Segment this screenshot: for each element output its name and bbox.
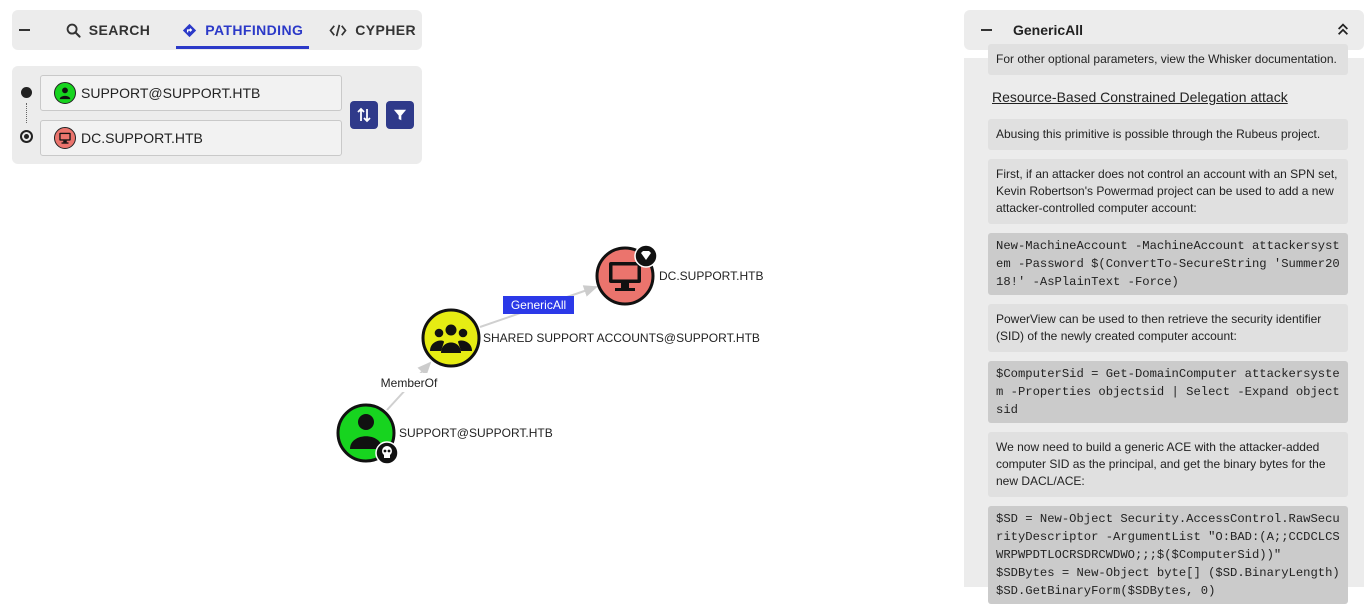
start-node-value: SUPPORT@SUPPORT.HTB xyxy=(81,85,261,101)
start-node-input[interactable]: SUPPORT@SUPPORT.HTB xyxy=(40,75,342,111)
tab-pathfinding-label: PATHFINDING xyxy=(205,22,304,38)
tab-cypher-label: CYPHER xyxy=(355,22,416,38)
group-icon xyxy=(430,324,472,353)
rubeus-text: Abusing this primitive is possible throu… xyxy=(988,119,1348,150)
tab-pathfinding[interactable]: PATHFINDING xyxy=(176,10,310,50)
member-of-label: MemberOf xyxy=(381,376,438,390)
collapse-panel-button[interactable] xyxy=(964,10,1008,50)
edge-info-header: GenericAll xyxy=(964,10,1364,50)
computer-icon xyxy=(609,262,641,291)
edge-info-content: For other optional parameters, view the … xyxy=(988,44,1348,613)
computer-sid-code: $ComputerSid = Get-DomainComputer attack… xyxy=(988,361,1348,423)
powermad-text: First, if an attacker does not control a… xyxy=(988,159,1348,224)
node-dc-label: DC.SUPPORT.HTB xyxy=(659,269,763,283)
edge-label-generic-all[interactable]: GenericAll xyxy=(503,296,574,314)
filter-icon xyxy=(393,109,407,121)
code-icon xyxy=(329,24,347,36)
generic-ace-text: We now need to build a generic ACE with … xyxy=(988,432,1348,497)
generic-all-label: GenericAll xyxy=(511,298,566,312)
node-dc[interactable]: DC.SUPPORT.HTB xyxy=(595,244,763,306)
node-user-label: SUPPORT@SUPPORT.HTB xyxy=(399,426,553,440)
minus-icon xyxy=(980,29,992,31)
user-icon xyxy=(350,414,382,449)
edge-info-panel: GenericAll For other optional parameters… xyxy=(964,10,1364,604)
tab-search-label: SEARCH xyxy=(88,22,151,38)
graph-canvas[interactable]: MemberOf GenericAll DC.SUPPORT.HTB xyxy=(0,0,900,587)
node-user[interactable]: SUPPORT@SUPPORT.HTB xyxy=(336,403,553,465)
swap-icon xyxy=(357,107,371,123)
crown-jewel-badge-icon xyxy=(634,244,658,268)
swap-nodes-button[interactable] xyxy=(350,101,378,129)
collapse-search-button[interactable] xyxy=(12,10,38,50)
pathfinding-panel: SUPPORT@SUPPORT.HTB DC.SUPPORT.HTB xyxy=(12,66,422,164)
search-tab-bar: SEARCH PATHFINDING CYPHER xyxy=(12,10,422,50)
tab-cypher[interactable]: CYPHER xyxy=(323,10,422,50)
minus-icon xyxy=(19,29,31,31)
path-connector xyxy=(26,103,27,123)
node-group[interactable]: SHARED SUPPORT ACCOUNTS@SUPPORT.HTB xyxy=(421,308,760,368)
rbcd-heading: Resource-Based Constrained Delegation at… xyxy=(992,89,1288,105)
tab-search[interactable]: SEARCH xyxy=(60,10,157,50)
collapse-all-chevron-icon[interactable] xyxy=(1336,22,1350,36)
edge-label-member-of[interactable]: MemberOf xyxy=(373,373,445,392)
new-machine-account-code: New-MachineAccount -MachineAccount attac… xyxy=(988,233,1348,295)
node-group-label: SHARED SUPPORT ACCOUNTS@SUPPORT.HTB xyxy=(483,331,760,345)
security-descriptor-code: $SD = New-Object Security.AccessControl.… xyxy=(988,506,1348,604)
search-icon xyxy=(66,23,81,38)
target-node-input[interactable]: DC.SUPPORT.HTB xyxy=(40,120,342,156)
computer-icon xyxy=(54,127,76,149)
route-icon xyxy=(183,23,197,37)
target-node-value: DC.SUPPORT.HTB xyxy=(81,130,203,146)
edge-filter-button[interactable] xyxy=(386,101,414,129)
edge-info-scroll-area[interactable]: For other optional parameters, view the … xyxy=(964,44,1364,604)
edge-info-title: GenericAll xyxy=(1013,22,1084,38)
start-node-dot-icon xyxy=(21,87,32,98)
target-node-dot-icon xyxy=(20,130,33,143)
owned-skull-badge-icon xyxy=(375,441,399,465)
whisker-note-text: For other optional parameters, view the … xyxy=(988,44,1348,75)
powerview-text: PowerView can be used to then retrieve t… xyxy=(988,304,1348,352)
user-icon xyxy=(54,82,76,104)
